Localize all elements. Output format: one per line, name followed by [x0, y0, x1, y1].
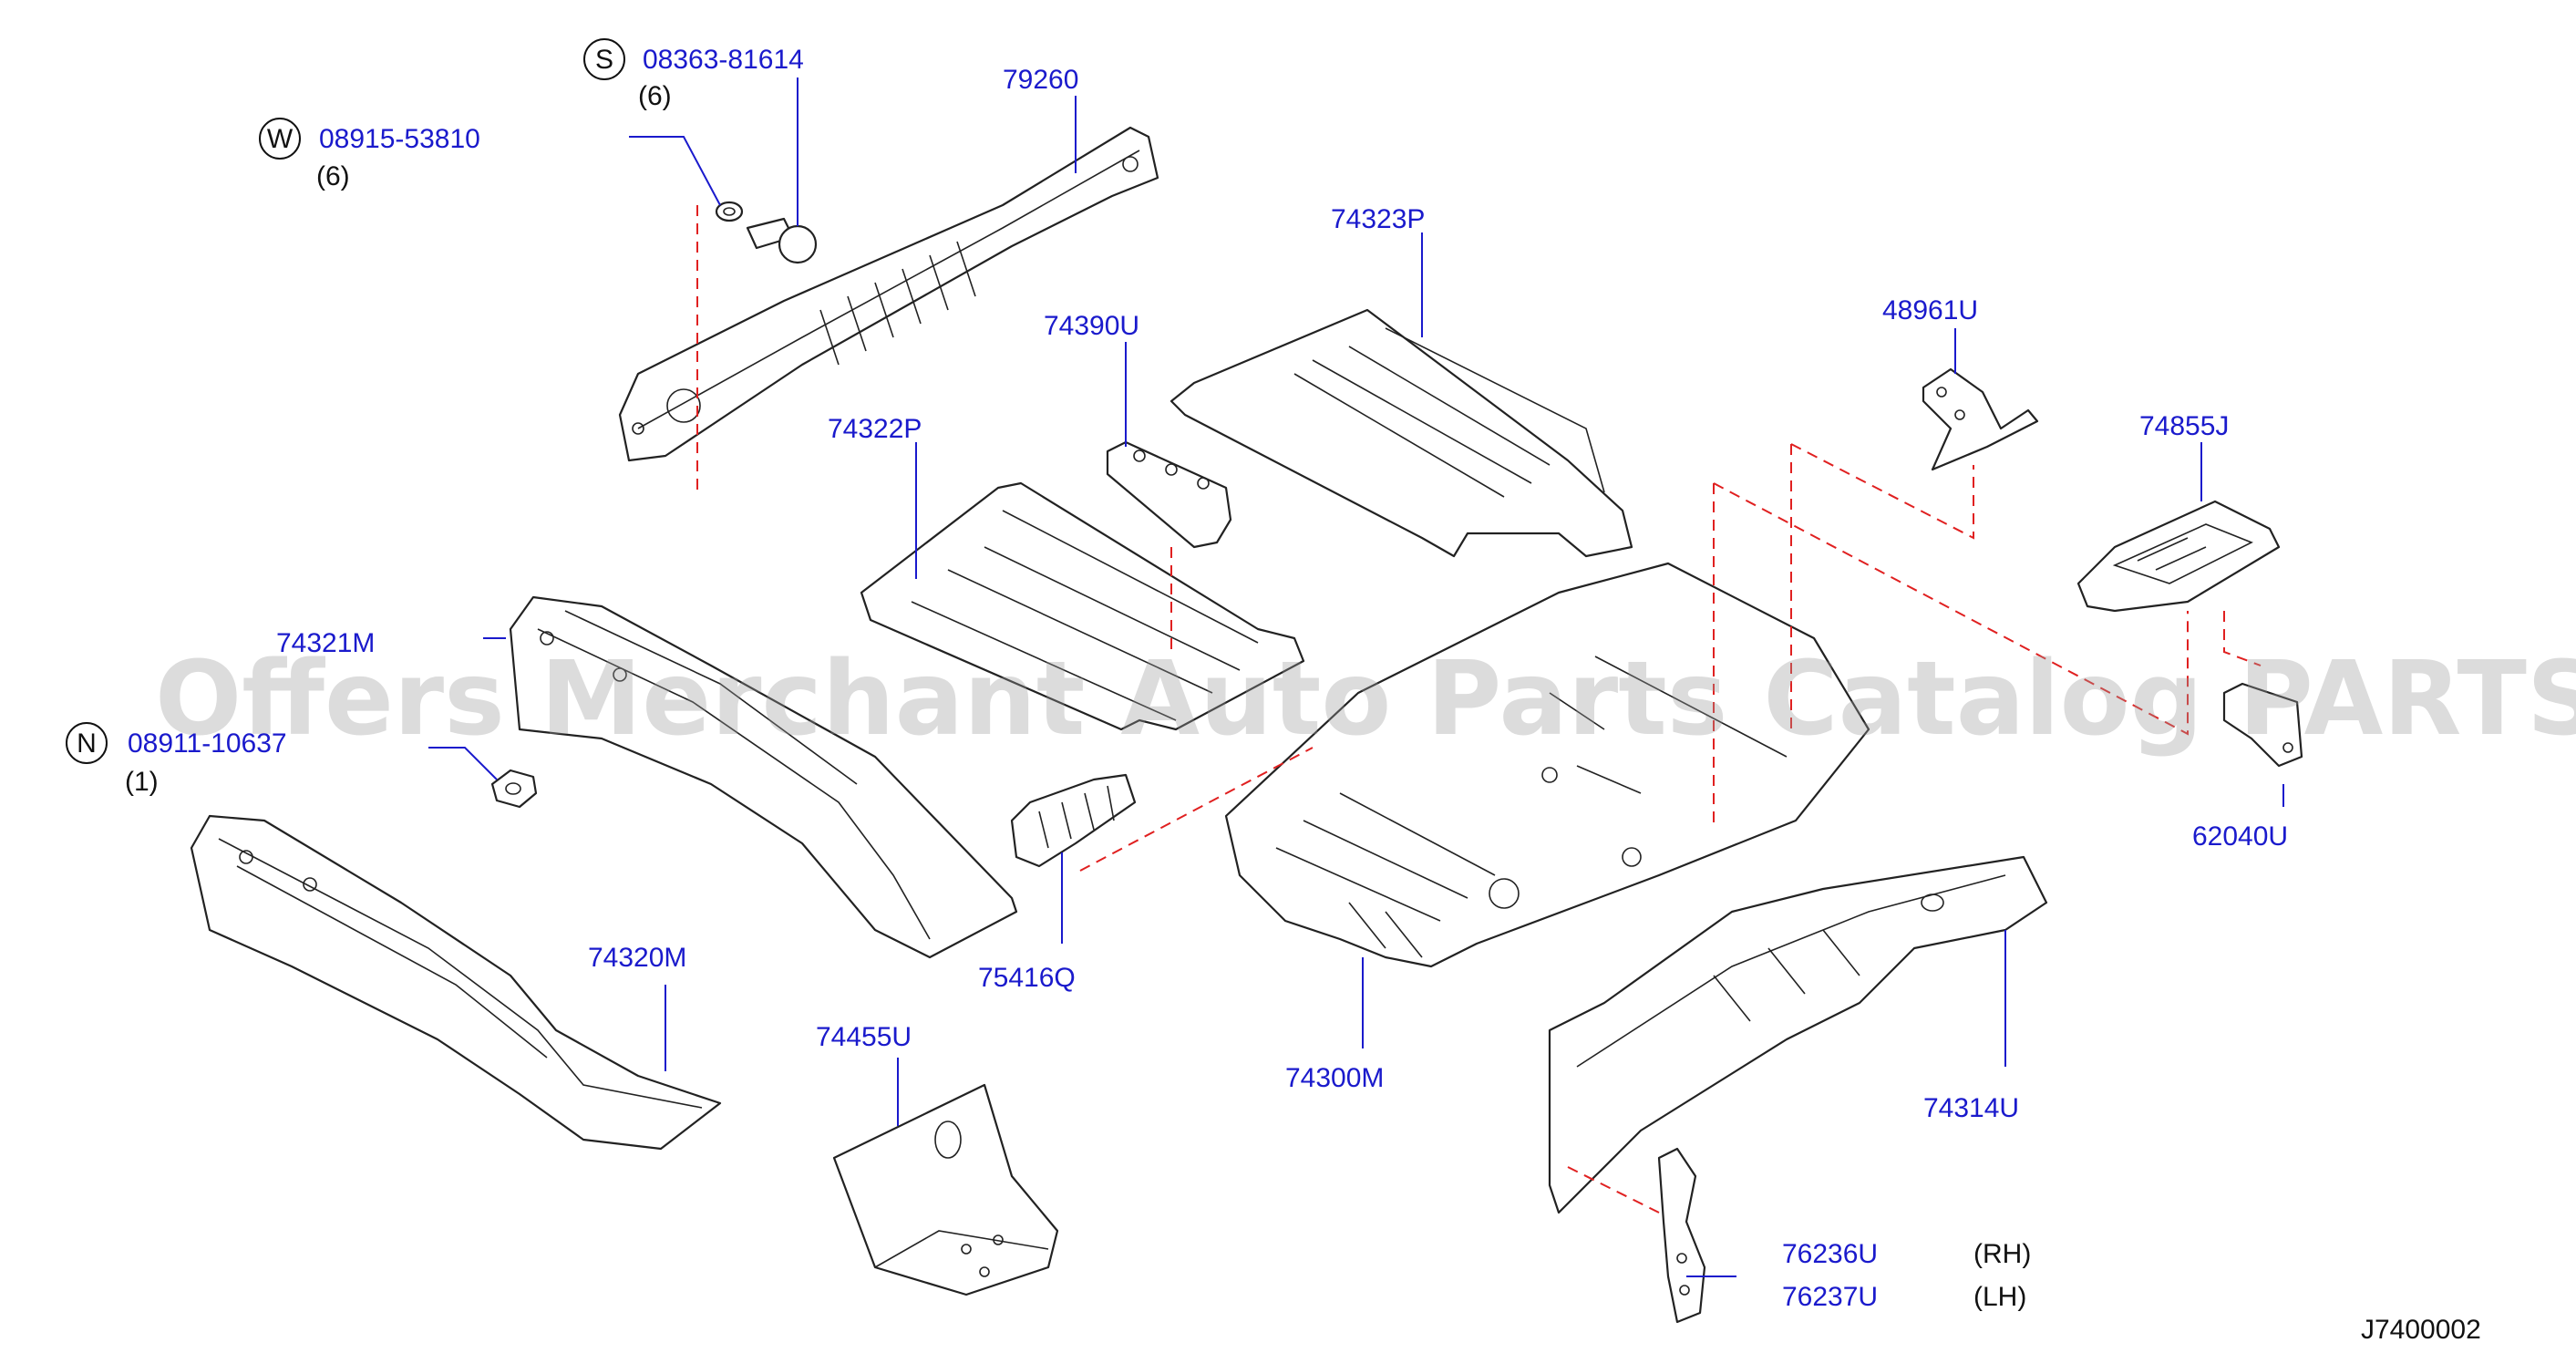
fastener-w[interactable]: W 08915-53810 (6)	[259, 118, 480, 191]
label-74390U[interactable]: 74390U	[1044, 311, 1139, 341]
label-74855J[interactable]: 74855J	[2139, 411, 2229, 441]
part-74390U-drawing[interactable]	[1106, 440, 1232, 549]
part-number-08363-81614[interactable]: 08363-81614	[643, 45, 804, 75]
quantity-08363-81614: (6)	[638, 81, 672, 111]
label-74320M[interactable]: 74320M	[588, 943, 686, 973]
part-74314U-drawing[interactable]	[1548, 855, 2048, 1214]
label-79260[interactable]: 79260	[1003, 65, 1078, 95]
part-76236U-76237U-drawing[interactable]	[1657, 1147, 1706, 1324]
quantity-08915-53810: (6)	[316, 161, 350, 191]
quantity-08911-10637: (1)	[125, 767, 159, 797]
part-number-08911-10637[interactable]: 08911-10637	[128, 728, 287, 759]
label-76236U-side: (RH)	[1973, 1239, 2031, 1269]
label-74314U[interactable]: 74314U	[1923, 1093, 2019, 1123]
fastener-n[interactable]: N 08911-10637 (1)	[66, 722, 287, 797]
fastener-s[interactable]: S 08363-81614 (6)	[583, 38, 804, 111]
part-48961U-drawing[interactable]	[1922, 367, 2039, 471]
label-76236U[interactable]: 76236U	[1782, 1239, 1878, 1269]
nut-08911-10637-drawing[interactable]	[490, 769, 538, 809]
part-74300M-drawing[interactable]	[1224, 562, 1870, 968]
symbol-circle-n	[66, 722, 108, 764]
part-74323P-drawing[interactable]	[1170, 308, 1633, 558]
label-76237U[interactable]: 76237U	[1782, 1282, 1878, 1312]
part-number-08915-53810[interactable]: 08915-53810	[319, 124, 480, 154]
symbol-w-letter: W	[267, 124, 294, 154]
label-74300M[interactable]: 74300M	[1285, 1063, 1384, 1093]
part-74455U-drawing[interactable]	[832, 1083, 1059, 1296]
symbol-s-letter: S	[595, 45, 613, 75]
label-48961U[interactable]: 48961U	[1882, 295, 1978, 325]
symbol-circle-s	[583, 38, 625, 80]
watermark-text: Offers Merchant Auto Parts Catalog PARTS…	[155, 640, 2576, 759]
symbol-n-letter: N	[77, 728, 97, 759]
part-62040U-drawing[interactable]	[2222, 682, 2303, 768]
label-74321M[interactable]: 74321M	[276, 628, 375, 658]
label-75416Q[interactable]: 75416Q	[978, 963, 1076, 993]
assembly-dashed-lines	[696, 205, 2262, 1214]
bolt-08363-81614-drawing[interactable]	[746, 217, 818, 264]
part-74320M-drawing[interactable]	[190, 814, 722, 1151]
part-79260-drawing[interactable]	[618, 126, 1159, 462]
washer-08915-53810-drawing[interactable]	[715, 201, 744, 222]
part-75416Q-drawing[interactable]	[1010, 773, 1137, 868]
symbol-circle-w	[259, 118, 301, 160]
diagram-code: J7400002	[2361, 1315, 2481, 1345]
leader-lines	[428, 77, 2284, 1277]
label-76237U-side: (LH)	[1973, 1282, 2026, 1312]
part-74322P-drawing[interactable]	[860, 481, 1305, 731]
part-74321M-drawing[interactable]	[509, 595, 1018, 959]
label-74322P[interactable]: 74322P	[828, 414, 922, 444]
label-74323P[interactable]: 74323P	[1331, 204, 1425, 234]
label-62040U[interactable]: 62040U	[2192, 821, 2288, 852]
part-74855J-drawing[interactable]	[2076, 500, 2281, 613]
label-74455U[interactable]: 74455U	[816, 1022, 912, 1052]
